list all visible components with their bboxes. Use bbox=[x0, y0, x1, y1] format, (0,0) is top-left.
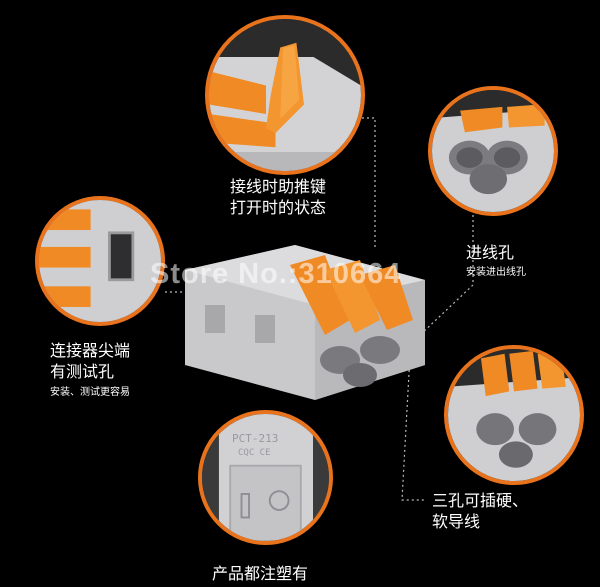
inlet-label-sub: 安装进出线孔 bbox=[466, 267, 526, 278]
test-label-line1: 连接器尖端 bbox=[50, 341, 131, 360]
inlet-label-title: 进线孔 bbox=[466, 243, 515, 262]
store-watermark: Store No.:310664 bbox=[150, 258, 402, 290]
marking-closeup-circle: PCT-213 CQC CE bbox=[198, 410, 333, 545]
lever-closeup-circle bbox=[205, 15, 365, 175]
test-label-line2: 有测试孔 bbox=[50, 362, 115, 381]
holes-label-line2: 软导线 bbox=[432, 512, 481, 531]
plastic-label-title: 产品都注塑有 bbox=[212, 564, 309, 583]
test-hole-closeup-circle bbox=[35, 196, 165, 326]
connector-product-image bbox=[185, 245, 425, 400]
lever-label-line2: 打开时的状态 bbox=[230, 198, 327, 217]
holes-label-line1: 三孔可插硬、 bbox=[432, 491, 529, 510]
test-label-sub: 安装、测试更容易 bbox=[50, 387, 130, 398]
inlet-closeup-circle bbox=[428, 86, 558, 216]
product-cert-text: CQC CE bbox=[238, 448, 271, 458]
three-holes-closeup-circle bbox=[444, 345, 584, 485]
product-model-text: PCT-213 bbox=[232, 432, 279, 445]
lever-label-line1: 接线时助推键 bbox=[230, 177, 327, 196]
